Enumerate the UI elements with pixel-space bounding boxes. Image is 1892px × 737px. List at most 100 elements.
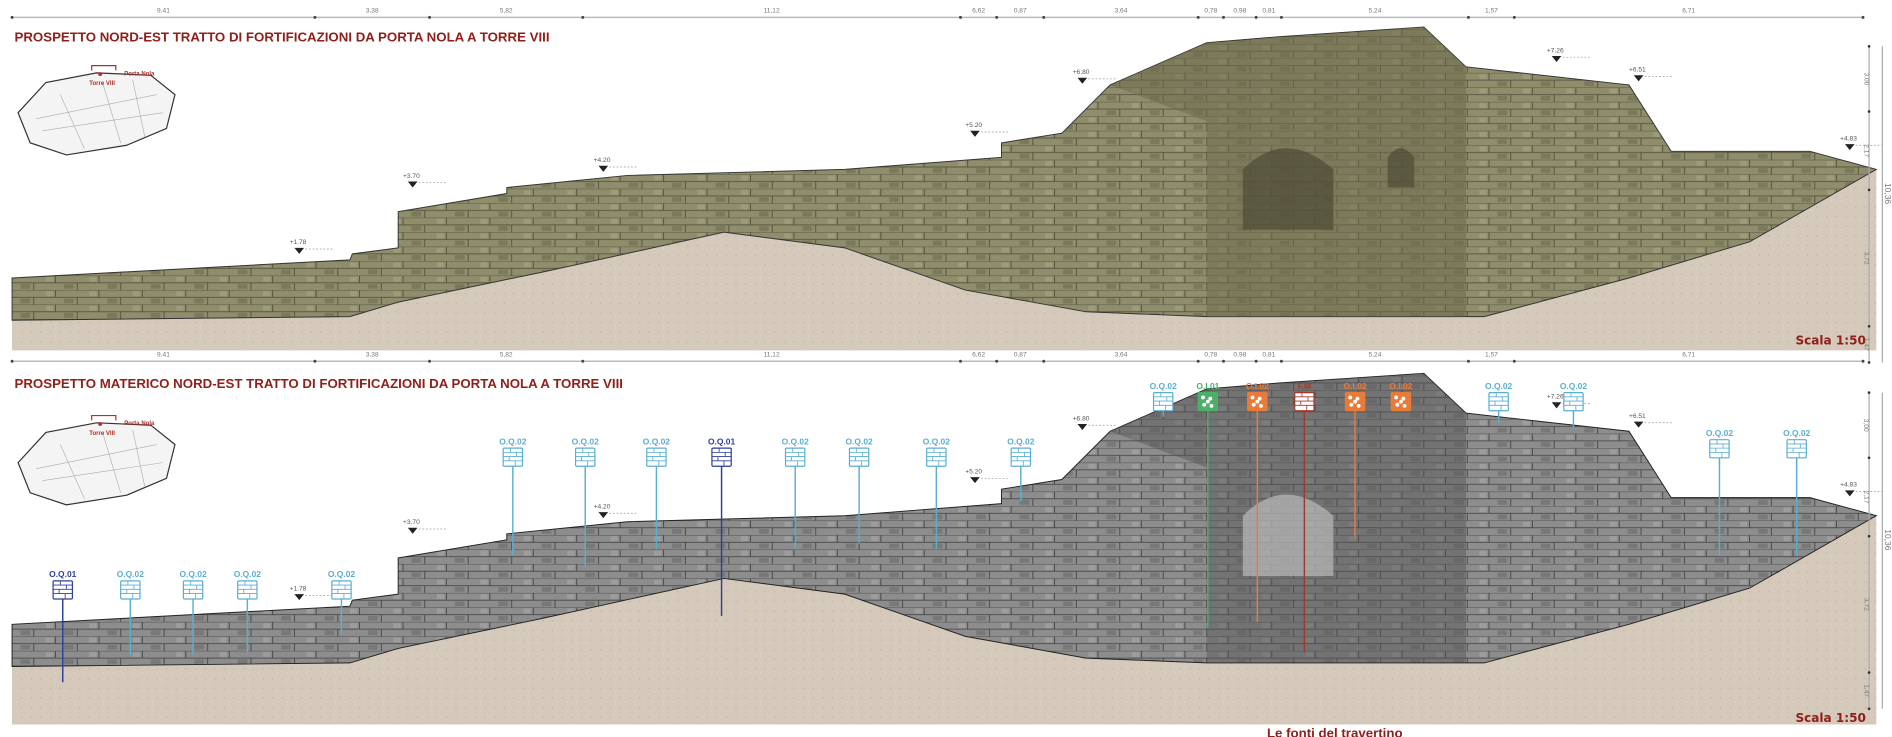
- material-label-oq02[interactable]: O.Q.02: [117, 569, 145, 656]
- dimension-tick: [581, 15, 585, 19]
- material-label-oq02[interactable]: O.Q.02: [643, 437, 671, 550]
- material-code: O.Q.02: [117, 569, 145, 579]
- brick-pattern-icon: [1563, 392, 1584, 412]
- elevation-marker: +6.51: [1629, 413, 1673, 428]
- dimension-value: 5,82: [500, 8, 513, 15]
- map-label-gate: Porta Nola: [124, 421, 155, 427]
- elevation-markers-bottom: +1.78+3.70+4.20+5.20+6.80+7.26+6.51+4.83: [290, 394, 1884, 601]
- material-label-oq02[interactable]: O.Q.02: [1560, 381, 1588, 429]
- material-label-oq02[interactable]: O.Q.02: [328, 569, 356, 634]
- material-label-oq02[interactable]: O.Q.02: [1007, 437, 1035, 502]
- elevation-marker: +4.20: [594, 157, 638, 172]
- dimension-tick: [1279, 15, 1283, 19]
- tower-location-marker: [98, 422, 103, 426]
- material-label-oq02[interactable]: O.Q.02: [846, 437, 874, 544]
- material-label-oq02[interactable]: O.Q.02: [499, 437, 527, 556]
- material-code: O.Q.02: [1485, 381, 1513, 391]
- vertical-dimension-value: 1,47: [1862, 684, 1869, 697]
- vertical-dimension-value: 2,17: [1862, 144, 1869, 157]
- vertical-dimension-value: 3,72: [1862, 252, 1869, 265]
- arch-niche: [1242, 148, 1334, 230]
- dimension-value: 5,24: [1369, 351, 1382, 358]
- elevation-value: +6.80: [1073, 415, 1090, 422]
- brick-pattern-icon: [1010, 447, 1032, 467]
- dimension-tick: [428, 359, 432, 363]
- brick-pattern-icon: [331, 580, 352, 600]
- dimension-tick: [959, 15, 962, 19]
- dimension-value: 11,12: [764, 351, 780, 358]
- material-code: O.Q.01: [708, 437, 736, 447]
- elevation-marker: +5.20: [965, 468, 1009, 484]
- material-label-oi02[interactable]: O.I.02: [1389, 381, 1413, 412]
- elevation-marker: +4.83: [1840, 482, 1884, 497]
- elevation-value: +6.51: [1629, 413, 1646, 420]
- material-label-oq02[interactable]: O.Q.02: [923, 437, 951, 550]
- material-code: O.I.02: [1344, 381, 1367, 391]
- material-code: O.Q.02: [234, 569, 262, 579]
- elevation-triangle-icon: [1551, 55, 1562, 63]
- brick-pattern-icon: [574, 447, 596, 467]
- small-window: [1387, 148, 1415, 188]
- material-code: O.Q.02: [499, 437, 527, 447]
- brick-pattern-icon: [926, 447, 947, 467]
- material-code: O.I.02: [1389, 381, 1412, 391]
- brick-pattern-icon: [182, 580, 204, 600]
- dimension-value: 0,87: [1014, 351, 1027, 358]
- dimension-value: 0,81: [1262, 8, 1275, 15]
- elevation-value: +3.70: [403, 173, 420, 180]
- brick-pattern-icon: [711, 447, 732, 467]
- material-label-oq02[interactable]: O.Q.02: [782, 437, 810, 550]
- material-label-oi01[interactable]: O.I.01: [1196, 381, 1220, 628]
- material-label-oq02[interactable]: O.Q.02: [1485, 381, 1513, 423]
- material-label-oq02[interactable]: O.Q.02: [1150, 381, 1178, 417]
- elevation-marker: +6.80: [1073, 415, 1117, 431]
- dimension-value: 0,98: [1233, 8, 1246, 15]
- dimension-tick: [1512, 15, 1516, 19]
- vertical-dimension-value: 3,00: [1862, 72, 1869, 85]
- material-label-oi02[interactable]: O.I.02: [1246, 381, 1269, 622]
- dimension-value: 6,62: [972, 8, 985, 15]
- dimension-value: 3,38: [366, 351, 379, 358]
- dimension-tick: [1196, 15, 1200, 19]
- dimension-tick: [10, 15, 14, 19]
- brick-pattern-icon: [1488, 392, 1509, 412]
- brick-pattern-icon: [784, 447, 806, 467]
- material-label-oq01[interactable]: O.Q.01: [708, 437, 736, 616]
- dimension-tick: [1512, 359, 1516, 363]
- elevation-marker: +7.26: [1547, 47, 1591, 63]
- elevation-triangle-icon: [407, 527, 418, 534]
- material-label-oq02[interactable]: O.Q.02: [1783, 428, 1811, 556]
- material-code: O.Q.02: [328, 569, 356, 579]
- material-code: O.Q.02: [643, 437, 671, 447]
- material-label-oq02[interactable]: O.Q.02: [179, 569, 207, 656]
- elevation-marker: +1.78: [290, 586, 334, 601]
- material-label-oq02[interactable]: O.Q.02: [572, 437, 600, 568]
- elevation-value: +7.26: [1547, 47, 1564, 54]
- material-label-oq02[interactable]: O.Q.02: [1706, 428, 1734, 556]
- elevation-triangle-icon: [970, 477, 980, 484]
- dimension-value: 5,24: [1369, 8, 1382, 15]
- ground: [12, 169, 1877, 351]
- material-code: O.Q.02: [1560, 381, 1588, 391]
- material-label-oq01[interactable]: O.Q.01: [49, 569, 77, 683]
- elevation-value: +4.83: [1840, 135, 1857, 142]
- elevation-marker: +3.70: [403, 173, 447, 188]
- material-label-oq02[interactable]: O.Q.02: [234, 569, 262, 653]
- material-code: O.I.01: [1196, 381, 1219, 391]
- elevation-value: +4.20: [594, 157, 611, 164]
- dimension-value: 1,57: [1485, 8, 1498, 15]
- dimension-tick: [1279, 359, 1283, 363]
- dimension-tick: [1196, 359, 1200, 363]
- material-label-fm[interactable]: F.M: [1294, 381, 1315, 653]
- material-label-oi02[interactable]: O.I.02: [1344, 381, 1367, 538]
- elevation-value: +1.78: [290, 586, 307, 593]
- dimension-value: 6,71: [1682, 351, 1695, 358]
- vertical-dimension-total: 10,36: [1883, 529, 1892, 550]
- elevation-value: +6.80: [1073, 69, 1090, 76]
- material-code: O.Q.01: [49, 569, 77, 579]
